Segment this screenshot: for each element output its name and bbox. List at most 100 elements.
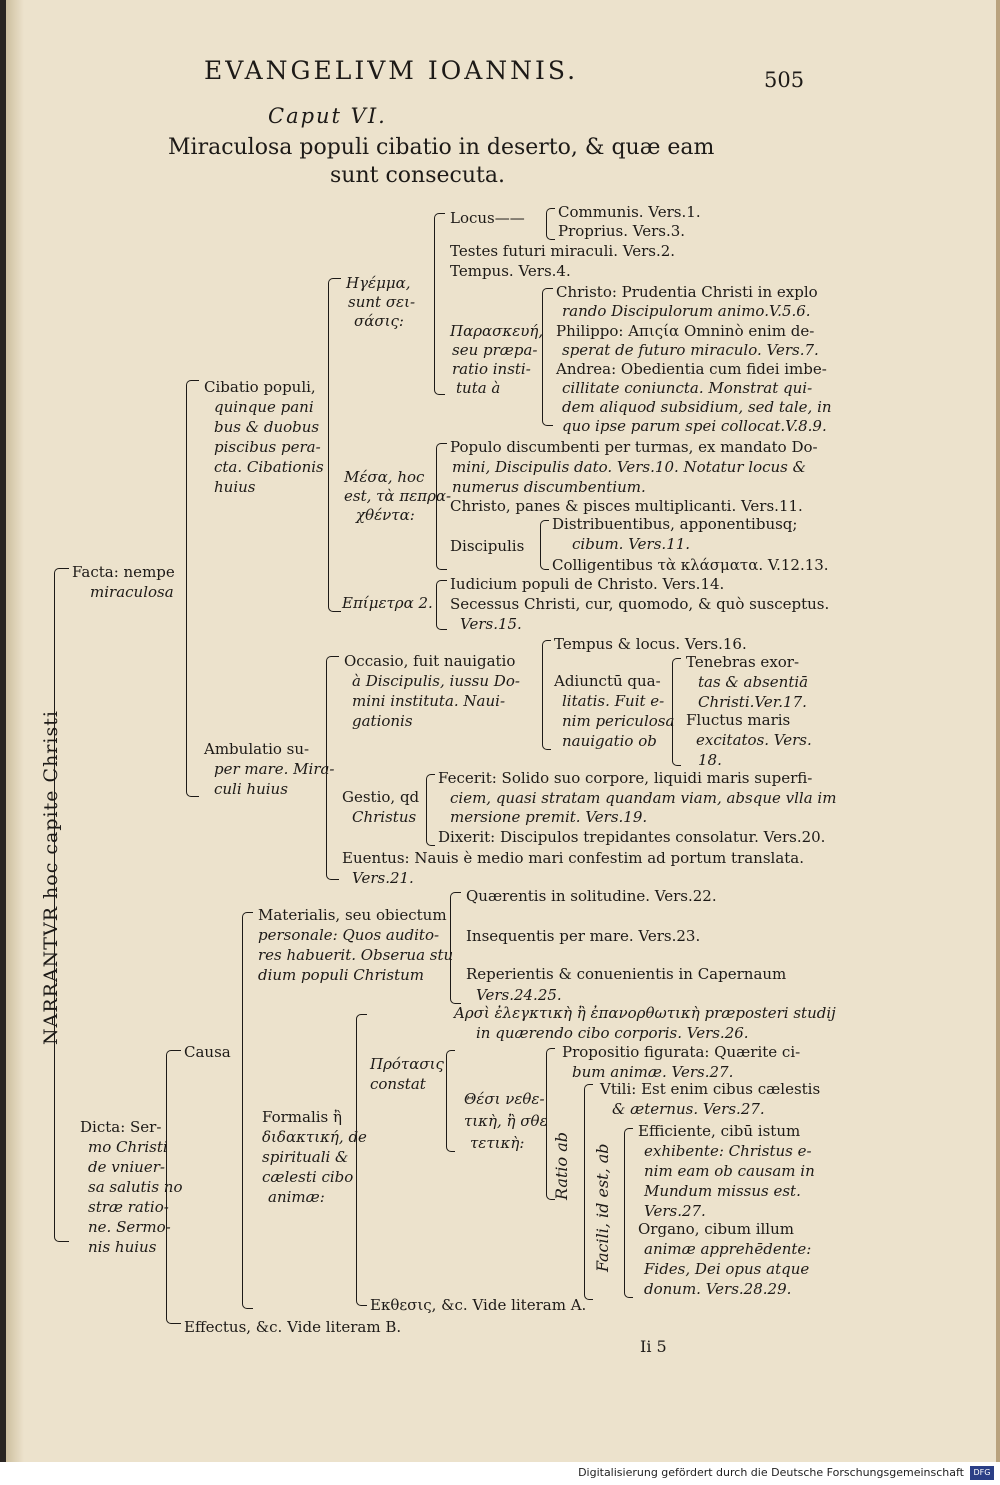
thesis-3: τετικὴ: — [470, 1134, 525, 1152]
paraskeue-2: seu præpa- — [452, 341, 538, 359]
fecerit-1: Fecerit: Solido suo corpore, liquidi mar… — [438, 769, 813, 787]
fecerit-2: ciem, quasi stratam quandam viam, absque… — [450, 789, 837, 807]
tempus: Tempus. Vers.4. — [450, 262, 571, 280]
mesa-3: χθέντα: — [356, 506, 415, 524]
efficiente-3: nim eam ob causam in — [644, 1162, 815, 1180]
elenchike-1: Αρσὶ ἐλεγκτικὴ ἢ ἐπανορθωτικὴ præposteri… — [454, 1004, 836, 1022]
book-page: EVANGELIVM IOANNIS. 505 Caput VI. Miracu… — [6, 0, 1000, 1462]
occasio-3: mini instituta. Naui- — [352, 692, 506, 710]
vtili-2: & æternus. Vers.27. — [612, 1100, 765, 1118]
cibatio-brace — [328, 278, 341, 612]
secessus-1: Secessus Christi, cur, quomodo, & quò su… — [450, 595, 830, 613]
causa: Causa — [184, 1043, 231, 1061]
cibatio-head-5: cta. Cibationis — [214, 458, 324, 476]
materialis-4: dium populi Christum — [258, 966, 425, 984]
formalis-3: spirituali & — [262, 1148, 349, 1166]
main-brace — [54, 568, 69, 1242]
fluctus-2: excitatos. Vers. — [696, 731, 812, 749]
protasis-1: Πρότασις — [370, 1055, 444, 1073]
propositio-2: bum animæ. Vers.27. — [572, 1063, 734, 1081]
distribuentibus-1: Distribuentibus, apponentibusq; — [552, 515, 798, 533]
materialis-1: Materialis, seu obiectum — [258, 906, 447, 924]
secessus-2: Vers.15. — [460, 615, 522, 633]
fluctus-3: 18. — [698, 751, 722, 769]
dicta-1: Dicta: Ser- — [80, 1118, 162, 1136]
ambulatio-1: Ambulatio su- — [204, 740, 310, 758]
egemma-1: Ηγέμμα, — [346, 274, 411, 292]
effectus: Effectus, &c. Vide literam B. — [184, 1318, 402, 1336]
paraskeue-4: tuta à — [456, 379, 501, 397]
mesa-christo: Christo, panes & pisces multiplicanti. V… — [450, 497, 803, 515]
epimetra-brace — [436, 580, 447, 630]
footer-bar: Digitalisierung gefördert durch die Deut… — [0, 1462, 1000, 1485]
efficiente-2: exhibente: Christus e- — [644, 1142, 812, 1160]
philippo-1: Philippo: Απιςία Omninò enim de- — [556, 322, 815, 340]
efficiente-4: Mundum missus est. — [644, 1182, 801, 1200]
reperientis-1: Reperientis & conuenientis in Capernaum — [466, 965, 787, 983]
adiuncta-2: litatis. Fuit e- — [562, 692, 665, 710]
footer-credit: Digitalisierung gefördert durch die Deut… — [578, 1466, 964, 1479]
populo-2: mini, Discipulis dato. Vers.10. Notatur … — [452, 458, 806, 476]
occasio-4: gationis — [352, 712, 413, 730]
running-title: EVANGELIVM IOANNIS. — [204, 56, 579, 85]
discipulis: Discipulis — [450, 537, 525, 555]
occasio-brace — [542, 640, 551, 750]
philippo-2: sperat de futuro miraculo. Vers.7. — [562, 341, 819, 359]
populo-1: Populo discumbenti per turmas, ex mandat… — [450, 438, 818, 456]
reperientis-2: Vers.24.25. — [476, 986, 562, 1004]
materialis-2: personale: Quos audito- — [258, 926, 440, 944]
formalis-brace — [356, 1014, 367, 1306]
christo-2: rando Discipulorum animo.V.5.6. — [562, 302, 811, 320]
gestio-1: Gestio, qd — [342, 788, 420, 806]
locus-brace — [546, 208, 555, 240]
gestio-brace — [426, 774, 435, 846]
cibatio-head-3: bus & duobus — [214, 418, 320, 436]
fecerit-3: mersione premit. Vers.19. — [450, 808, 648, 826]
ambulatio-2: per mare. Mira- — [214, 760, 335, 778]
dicta-3: de vniuer- — [88, 1158, 165, 1176]
ratio-brace — [584, 1084, 593, 1300]
vtili-1: Vtili: Est enim cibus cælestis — [600, 1080, 821, 1098]
dicta-2: mo Christi — [88, 1138, 168, 1156]
tenebras-3: Christi.Ver.17. — [698, 693, 807, 711]
thesis-brace — [546, 1048, 555, 1200]
facili: Facili, id est, ab — [593, 1143, 612, 1272]
facta-head-1: Facta: nempe — [72, 563, 175, 581]
euentus-1: Euentus: Nauis è medio mari confestim ad… — [342, 849, 805, 867]
locus-communis: Communis. Vers.1. — [558, 203, 701, 221]
egemma-3: σάσις: — [354, 312, 404, 330]
dicta-brace — [166, 1050, 181, 1324]
fluctus-1: Fluctus maris — [686, 711, 791, 729]
mesa-2: est, τὰ πεπρα- — [344, 487, 452, 505]
tenebras-2: tas & absentiā — [698, 673, 809, 691]
formalis-5: animæ: — [268, 1188, 325, 1206]
organo-3: Fides, Dei opus atque — [644, 1260, 810, 1278]
paraskeue-1: Παρασκευή, — [450, 322, 544, 340]
locus: Locus—— — [450, 209, 525, 227]
efficiente-1: Efficiente, cibū istum — [638, 1122, 801, 1140]
exthesis: Εκθεσις, &c. Vide literam A. — [370, 1296, 587, 1314]
dfg-logo: DFG — [970, 1466, 994, 1480]
ambulatio-brace — [326, 656, 339, 880]
adiuncta-1: Adiunctū qua- — [554, 672, 661, 690]
adiuncta-4: nauigatio ob — [562, 732, 657, 750]
dicta-4: sa salutis no — [88, 1178, 183, 1196]
propositio-1: Propositio figurata: Quærite ci- — [562, 1043, 801, 1061]
thesis-1: Θέσι νεθε- — [464, 1090, 545, 1108]
distribuentibus-2: cibum. Vers.11. — [572, 535, 691, 553]
facili-brace — [624, 1128, 633, 1298]
cibatio-head-1: Cibatio populi, — [204, 378, 316, 396]
egemma-brace — [434, 213, 445, 395]
cibatio-head-2: quinque pani — [214, 398, 314, 416]
formalis-1: Formalis ἢ — [262, 1108, 343, 1126]
facta-head-2: miraculosa — [90, 583, 174, 601]
discipulis-brace — [540, 520, 549, 570]
andrea-2: cillitate coniuncta. Monstrat qui- — [562, 379, 813, 397]
andrea-4: quo ipse parum spei collocat.V.8.9. — [562, 417, 827, 435]
locus-proprius: Proprius. Vers.3. — [558, 222, 686, 240]
gestio-2: Christus — [352, 808, 417, 826]
adiuncta-3: nim periculosa — [562, 712, 675, 730]
organo-4: donum. Vers.28.29. — [644, 1280, 792, 1298]
occasio-2: à Discipulis, iussu Do- — [352, 672, 520, 690]
protasis-brace — [446, 1050, 455, 1152]
